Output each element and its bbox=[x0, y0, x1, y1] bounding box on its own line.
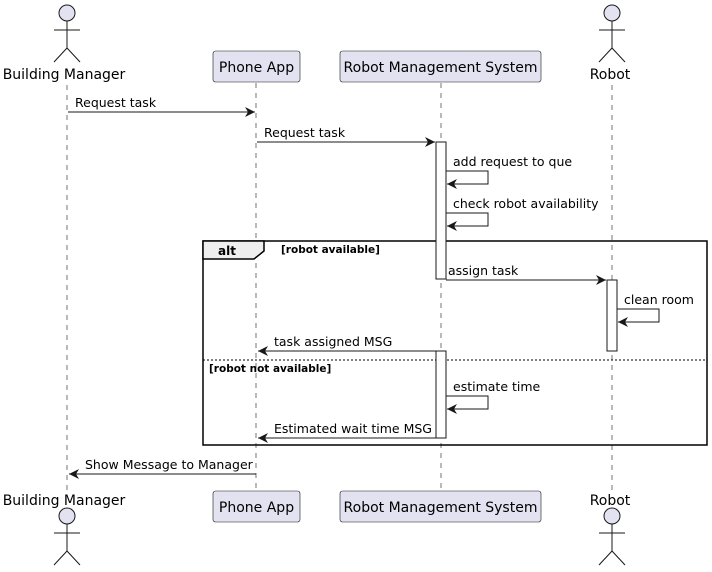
message-label: Estimated wait time MSG bbox=[274, 421, 432, 436]
participant-phone-app-bottom: Phone App bbox=[212, 490, 301, 523]
message-label: Request task bbox=[264, 125, 346, 140]
message-estimate-time: estimate time bbox=[446, 379, 541, 414]
message-label: estimate time bbox=[453, 379, 541, 394]
actor-head-icon bbox=[58, 507, 76, 525]
message-request-task-2: Request task bbox=[257, 125, 435, 147]
message-label: add request to que bbox=[453, 154, 572, 169]
alt-tab bbox=[202, 240, 265, 260]
actor-building-manager-top: Building Manager bbox=[3, 4, 126, 83]
message-clean-room: clean room bbox=[617, 292, 694, 327]
alt-guard-robot-available: [robot available] bbox=[281, 244, 380, 256]
participant-label-phone-app: Phone App bbox=[219, 60, 294, 76]
message-label: check robot availability bbox=[453, 196, 599, 211]
participant-phone-app-top: Phone App bbox=[212, 50, 301, 83]
message-label: clean room bbox=[624, 292, 694, 307]
actor-robot-bottom: Robot bbox=[590, 493, 631, 566]
actor-label-building-manager: Building Manager bbox=[3, 67, 126, 83]
actor-head-icon bbox=[603, 507, 621, 525]
message-show-message-to-manager: Show Message to Manager bbox=[69, 457, 256, 479]
actor-robot-top: Robot bbox=[590, 4, 631, 83]
actor-head-icon bbox=[603, 4, 621, 22]
participant-label-robot-management-system: Robot Management System bbox=[344, 60, 538, 76]
activation-rms-1 bbox=[435, 141, 447, 280]
message-request-task-1: Request task bbox=[68, 95, 255, 117]
activation-robot bbox=[606, 279, 618, 352]
actor-label-building-manager: Building Manager bbox=[3, 493, 126, 509]
message-label: assign task bbox=[448, 263, 519, 278]
message-label: Show Message to Manager bbox=[85, 457, 254, 472]
alt-frame: alt [robot available] [robot not availab… bbox=[202, 240, 708, 446]
message-task-assigned-msg: task assigned MSG bbox=[258, 334, 436, 356]
participant-robot-management-system-top: Robot Management System bbox=[339, 50, 542, 83]
actor-building-manager-bottom: Building Manager bbox=[3, 493, 126, 566]
message-label: task assigned MSG bbox=[274, 334, 392, 349]
participant-robot-management-system-bottom: Robot Management System bbox=[339, 490, 542, 523]
alt-guard-robot-not-available: [robot not available] bbox=[209, 363, 331, 375]
participant-label-robot-management-system: Robot Management System bbox=[344, 500, 538, 516]
actor-label-robot: Robot bbox=[590, 493, 631, 509]
actor-label-robot: Robot bbox=[590, 67, 631, 83]
actor-head-icon bbox=[58, 4, 76, 22]
message-check-robot-availability: check robot availability bbox=[446, 196, 599, 231]
message-label: Request task bbox=[75, 95, 157, 110]
message-estimated-wait-time-msg: Estimated wait time MSG bbox=[258, 421, 436, 443]
message-assign-task: assign task bbox=[446, 263, 606, 285]
activation-rms-2 bbox=[435, 350, 447, 439]
alt-title: alt bbox=[218, 244, 236, 258]
participant-label-phone-app: Phone App bbox=[219, 500, 294, 516]
message-add-request-to-que: add request to que bbox=[446, 154, 572, 189]
